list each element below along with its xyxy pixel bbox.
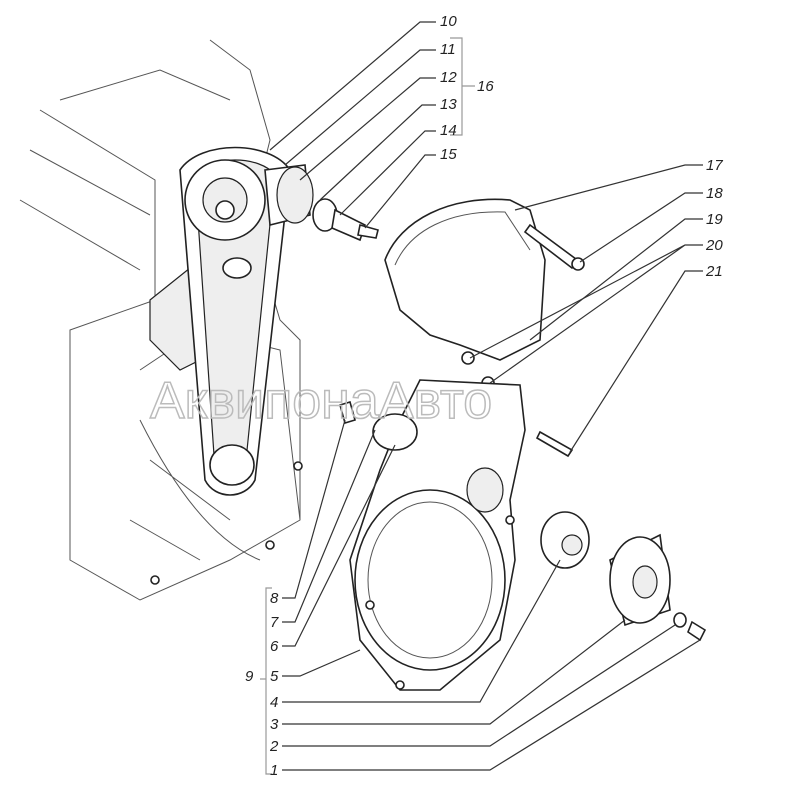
watermark: АквипонаАвто xyxy=(150,372,492,430)
callout-16: 16 xyxy=(477,78,494,95)
callout-20: 20 xyxy=(705,237,723,254)
callout-10: 10 xyxy=(440,13,457,30)
callout-15: 15 xyxy=(440,146,457,163)
callout-18: 18 xyxy=(706,185,723,202)
callout-1: 1 xyxy=(270,762,278,779)
callout-17: 17 xyxy=(706,157,723,174)
callout-12: 12 xyxy=(440,69,457,86)
callout-3: 3 xyxy=(270,716,279,733)
crank-pulley-parts xyxy=(540,511,707,642)
callout-6: 6 xyxy=(270,638,279,655)
callout-5: 5 xyxy=(270,668,279,685)
callout-14: 14 xyxy=(440,122,457,139)
callouts-right: 17 18 19 20 21 xyxy=(469,157,723,453)
upper-cover xyxy=(384,198,585,390)
callout-13: 13 xyxy=(440,96,457,113)
callouts-bottom: 8 7 6 5 4 3 2 1 9 xyxy=(245,419,701,779)
callout-21: 21 xyxy=(705,263,723,280)
lower-cover xyxy=(339,379,574,691)
callout-8: 8 xyxy=(270,590,279,607)
callouts-top: 10 11 12 13 14 15 16 xyxy=(269,13,494,229)
callout-9: 9 xyxy=(245,668,254,685)
callout-19: 19 xyxy=(706,211,723,228)
tensioner-shaft xyxy=(264,164,379,242)
callout-4: 4 xyxy=(270,694,278,711)
callout-7: 7 xyxy=(270,614,279,631)
callout-2: 2 xyxy=(269,738,279,755)
callout-11: 11 xyxy=(440,41,456,58)
timing-belt-assembly xyxy=(179,146,291,496)
